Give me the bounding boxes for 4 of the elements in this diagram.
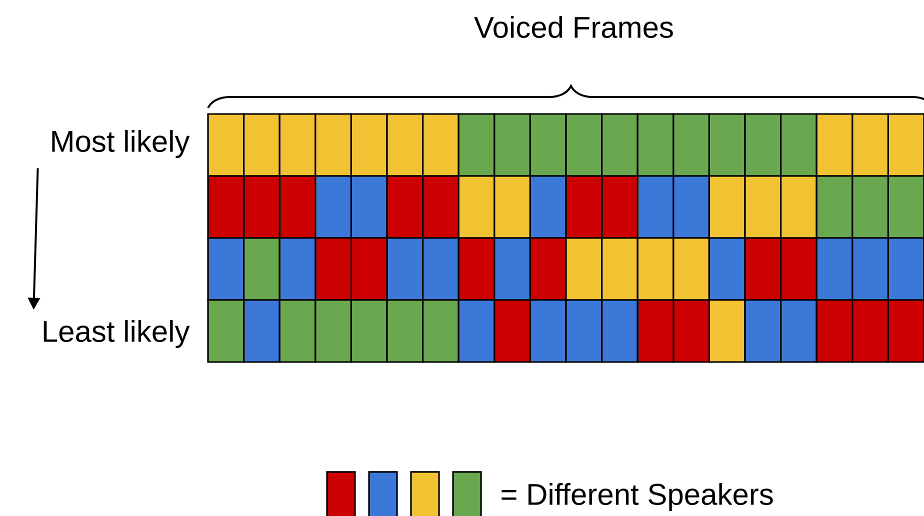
row-label: Most likely xyxy=(52,130,190,158)
caption-text: = Different Speakers xyxy=(502,483,773,511)
caption-text: Voiced Frames xyxy=(474,16,673,38)
row-label: Least likely xyxy=(44,320,190,348)
